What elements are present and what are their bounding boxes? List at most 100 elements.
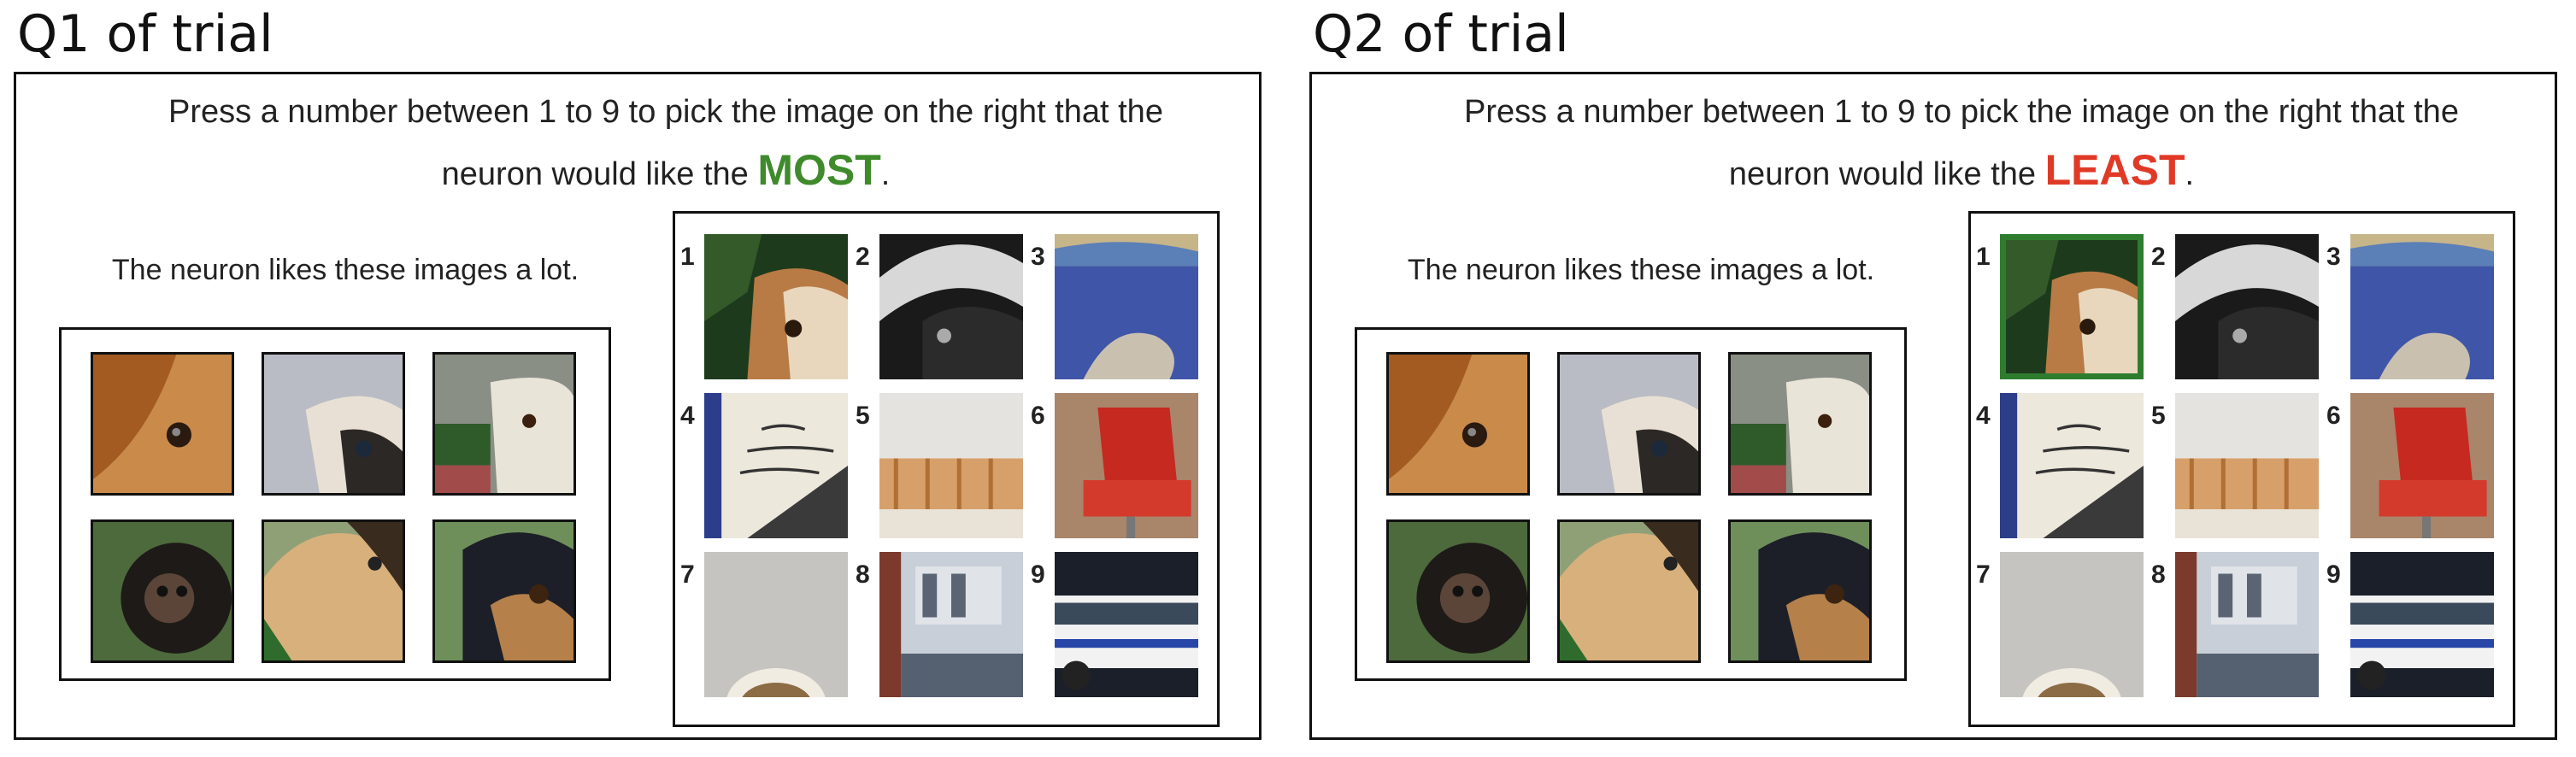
handwritten-note-image xyxy=(2000,393,2144,538)
cigarettes-image xyxy=(2175,393,2319,538)
choice-option-2[interactable] xyxy=(2175,234,2319,379)
instruction-line2: neuron would like the LEAST. xyxy=(1406,141,2517,203)
dog-nose-tan-image xyxy=(1560,522,1698,660)
choice-number: 2 xyxy=(856,243,870,271)
instruction-line2: neuron would like the MOST. xyxy=(110,141,1221,203)
choice-number: 3 xyxy=(1031,243,1045,271)
dog-white-face-image xyxy=(1731,355,1869,493)
choice-number: 6 xyxy=(2326,402,2341,430)
helmet-closeup-image xyxy=(2175,234,2319,379)
choice-option-7[interactable] xyxy=(2000,552,2144,697)
choice-number: 7 xyxy=(680,560,695,589)
likes-caption: The neuron likes these images a lot. xyxy=(1407,254,1875,286)
monkey-face-image xyxy=(1389,522,1527,660)
instruction-text: Press a number between 1 to 9 to pick th… xyxy=(1406,83,2517,203)
panel-title: Q2 of trial xyxy=(1313,4,1569,64)
reference-image xyxy=(262,519,405,663)
choice-option-6[interactable] xyxy=(1055,393,1198,538)
dog-black-eye-image xyxy=(1731,522,1869,660)
choice-number: 1 xyxy=(1976,243,1991,271)
choice-number: 4 xyxy=(680,402,695,430)
reference-image xyxy=(1557,519,1701,663)
grey-cup-image xyxy=(2000,552,2144,697)
choice-option-9[interactable] xyxy=(2350,552,2494,697)
keyword-least: LEAST xyxy=(2044,146,2185,194)
reference-image xyxy=(1728,519,1872,663)
grey-cup-image xyxy=(704,552,848,697)
choice-number: 1 xyxy=(680,243,695,271)
blue-sky-feathers-image xyxy=(1055,234,1198,379)
instruction-line1: Press a number between 1 to 9 to pick th… xyxy=(168,94,1163,130)
blue-sky-feathers-image xyxy=(2350,234,2494,379)
choice-number: 4 xyxy=(1976,402,1991,430)
choice-option-3[interactable] xyxy=(1055,234,1198,379)
dog-face-foliage-image xyxy=(704,234,848,379)
reference-image xyxy=(432,352,576,496)
reference-image xyxy=(1386,519,1530,663)
choice-number: 7 xyxy=(1976,560,1991,589)
cigarettes-image xyxy=(879,393,1023,538)
dog-eye-grey-image xyxy=(1560,355,1698,493)
dog-face-foliage-image xyxy=(2006,240,2138,373)
choice-number: 8 xyxy=(856,560,870,589)
bus-image xyxy=(1055,552,1198,697)
bus-image xyxy=(2350,552,2494,697)
choice-number: 6 xyxy=(1031,402,1045,430)
choice-option-1[interactable] xyxy=(2000,234,2144,379)
reference-image xyxy=(1557,352,1701,496)
panel-title: Q1 of trial xyxy=(17,4,273,64)
trial-panel-q1: Press a number between 1 to 9 to pick th… xyxy=(14,72,1262,740)
reference-image xyxy=(1728,352,1872,496)
choice-number: 2 xyxy=(2151,243,2166,271)
choice-grid: 1 2 3 4 5 6 7 8 9 xyxy=(1968,211,2515,727)
choice-option-5[interactable] xyxy=(2175,393,2319,538)
instruction-prefix: neuron would like the xyxy=(441,156,758,192)
choice-option-3[interactable] xyxy=(2350,234,2494,379)
choice-number: 5 xyxy=(856,402,870,430)
choice-option-8[interactable] xyxy=(2175,552,2319,697)
dog-ear-closeup-image xyxy=(93,355,232,493)
trial-panel-q2: Press a number between 1 to 9 to pick th… xyxy=(1309,72,2557,740)
street-building-image xyxy=(2175,552,2319,697)
choice-option-1[interactable] xyxy=(704,234,848,379)
instruction-suffix: . xyxy=(2185,156,2195,192)
dog-ear-closeup-image xyxy=(1389,355,1527,493)
dog-eye-grey-image xyxy=(264,355,403,493)
instruction-prefix: neuron would like the xyxy=(1728,156,2045,192)
reference-image xyxy=(262,352,405,496)
reference-image xyxy=(91,352,234,496)
dog-black-eye-image xyxy=(435,522,573,660)
reference-images-box xyxy=(59,327,611,681)
monkey-face-image xyxy=(93,522,232,660)
dog-nose-tan-image xyxy=(264,522,403,660)
dog-white-face-image xyxy=(435,355,573,493)
instruction-line1: Press a number between 1 to 9 to pick th… xyxy=(1464,94,2459,130)
red-chair-image xyxy=(2350,393,2494,538)
choice-number: 3 xyxy=(2326,243,2341,271)
instruction-suffix: . xyxy=(880,156,891,192)
street-building-image xyxy=(879,552,1023,697)
choice-number: 8 xyxy=(2151,560,2166,589)
choice-option-4[interactable] xyxy=(2000,393,2144,538)
choice-option-2[interactable] xyxy=(879,234,1023,379)
instruction-text: Press a number between 1 to 9 to pick th… xyxy=(110,83,1221,203)
reference-image xyxy=(1386,352,1530,496)
reference-image xyxy=(91,519,234,663)
choice-option-6[interactable] xyxy=(2350,393,2494,538)
choice-number: 9 xyxy=(1031,560,1045,589)
likes-caption: The neuron likes these images a lot. xyxy=(111,254,579,286)
choice-grid: 1 2 3 4 5 6 7 8 9 xyxy=(673,211,1220,727)
reference-image xyxy=(432,519,576,663)
choice-option-8[interactable] xyxy=(879,552,1023,697)
choice-number: 5 xyxy=(2151,402,2166,430)
red-chair-image xyxy=(1055,393,1198,538)
choice-option-5[interactable] xyxy=(879,393,1023,538)
keyword-most: MOST xyxy=(757,146,881,194)
helmet-closeup-image xyxy=(879,234,1023,379)
choice-number: 9 xyxy=(2326,560,2341,589)
reference-images-box xyxy=(1355,327,1907,681)
handwritten-note-image xyxy=(704,393,848,538)
choice-option-9[interactable] xyxy=(1055,552,1198,697)
choice-option-7[interactable] xyxy=(704,552,848,697)
choice-option-4[interactable] xyxy=(704,393,848,538)
